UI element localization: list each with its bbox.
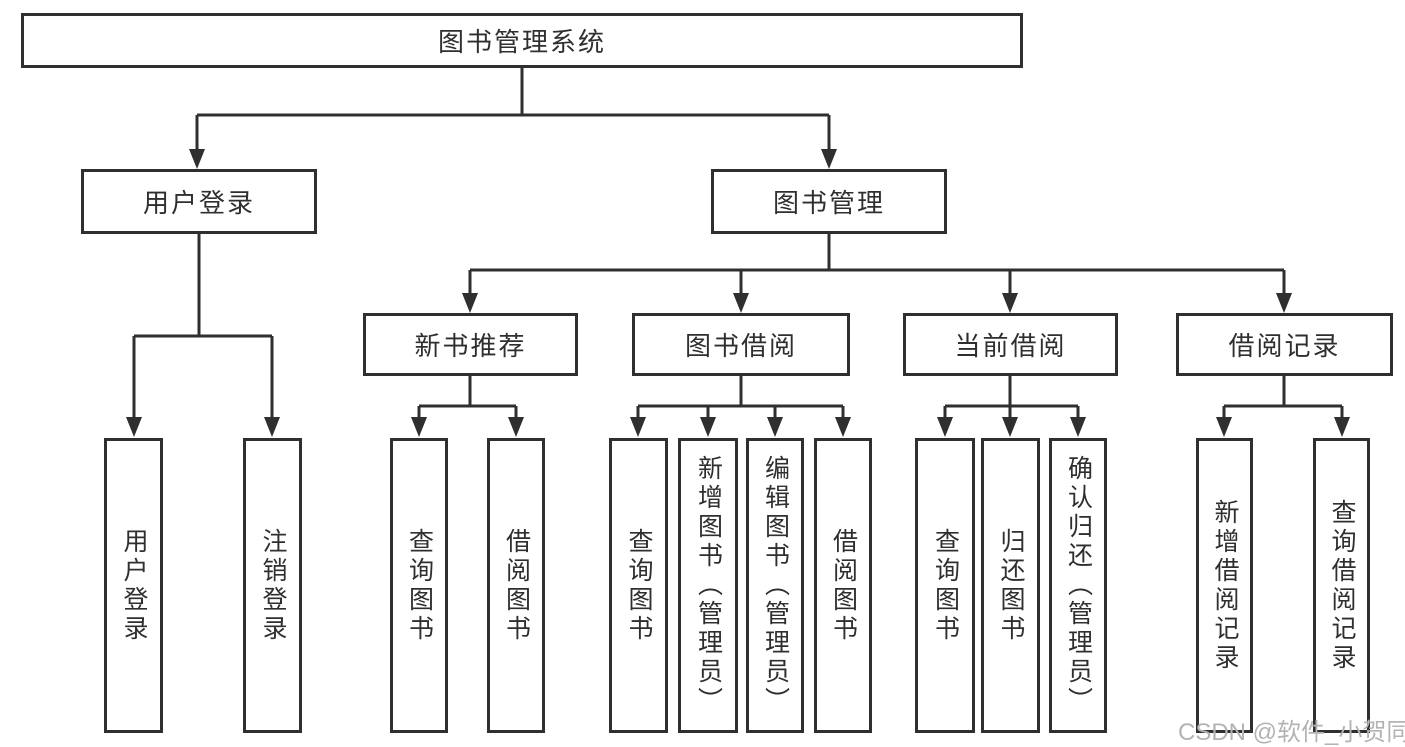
node-user-login: 用户登录 (81, 169, 317, 234)
leaf-edit-books-admin-label: 编辑图书（管理员） (761, 455, 790, 716)
node-book-management-label: 图书管理 (772, 188, 885, 218)
leaf-edit-books-admin: 编辑图书（管理员） (746, 438, 804, 733)
node-borrow-records-label: 借阅记录 (1228, 331, 1341, 361)
leaf-query-borrow-record: 查询借阅记录 (1313, 438, 1370, 733)
node-root: 图书管理系统 (21, 13, 1023, 68)
leaf-return-books-label: 归还图书 (997, 527, 1025, 644)
leaf-confirm-return-admin: 确认归还（管理员） (1049, 438, 1107, 733)
leaf-logout-label: 注销登录 (259, 527, 287, 644)
leaf-recommend-query-books: 查询图书 (390, 438, 448, 733)
node-book-borrow-label: 图书借阅 (684, 331, 797, 361)
node-current-borrow: 当前借阅 (903, 313, 1118, 376)
leaf-borrow-books-label: 借阅图书 (829, 527, 858, 644)
leaf-add-borrow-record: 新增借阅记录 (1196, 438, 1253, 733)
node-book-management: 图书管理 (711, 169, 947, 234)
node-new-book-recommend-label: 新书推荐 (414, 331, 527, 361)
arrowheads (126, 149, 1350, 437)
csdn-watermark: CSDN @软件_小贺同学 (1178, 719, 1405, 746)
node-book-borrow: 图书借阅 (632, 313, 850, 376)
leaf-recommend-borrow-books-label: 借阅图书 (502, 527, 531, 644)
leaf-add-borrow-record-label: 新增借阅记录 (1211, 498, 1239, 673)
leaf-borrow-books: 借阅图书 (814, 438, 872, 733)
leaf-user-login: 用户登录 (104, 438, 163, 733)
leaf-current-query-books-label: 查询图书 (931, 527, 960, 644)
leaf-confirm-return-admin-label: 确认归还（管理员） (1064, 455, 1093, 716)
leaf-recommend-borrow-books: 借阅图书 (487, 438, 545, 733)
leaf-user-login-label: 用户登录 (120, 527, 148, 644)
node-new-book-recommend: 新书推荐 (363, 313, 578, 376)
node-root-label: 图书管理系统 (437, 27, 606, 57)
leaf-borrow-query-books-label: 查询图书 (625, 527, 653, 644)
leaf-recommend-query-books-label: 查询图书 (405, 527, 434, 644)
node-borrow-records: 借阅记录 (1176, 313, 1393, 376)
node-current-borrow-label: 当前借阅 (954, 331, 1067, 361)
leaf-query-borrow-record-label: 查询借阅记录 (1328, 498, 1356, 673)
leaf-add-books-admin-label: 新增图书（管理员） (694, 455, 723, 716)
leaf-borrow-query-books: 查询图书 (609, 438, 668, 733)
leaf-return-books: 归还图书 (981, 438, 1040, 733)
leaf-logout: 注销登录 (243, 438, 302, 733)
leaf-current-query-books: 查询图书 (915, 438, 975, 733)
node-user-login-label: 用户登录 (142, 188, 255, 218)
leaf-add-books-admin: 新增图书（管理员） (678, 438, 738, 733)
